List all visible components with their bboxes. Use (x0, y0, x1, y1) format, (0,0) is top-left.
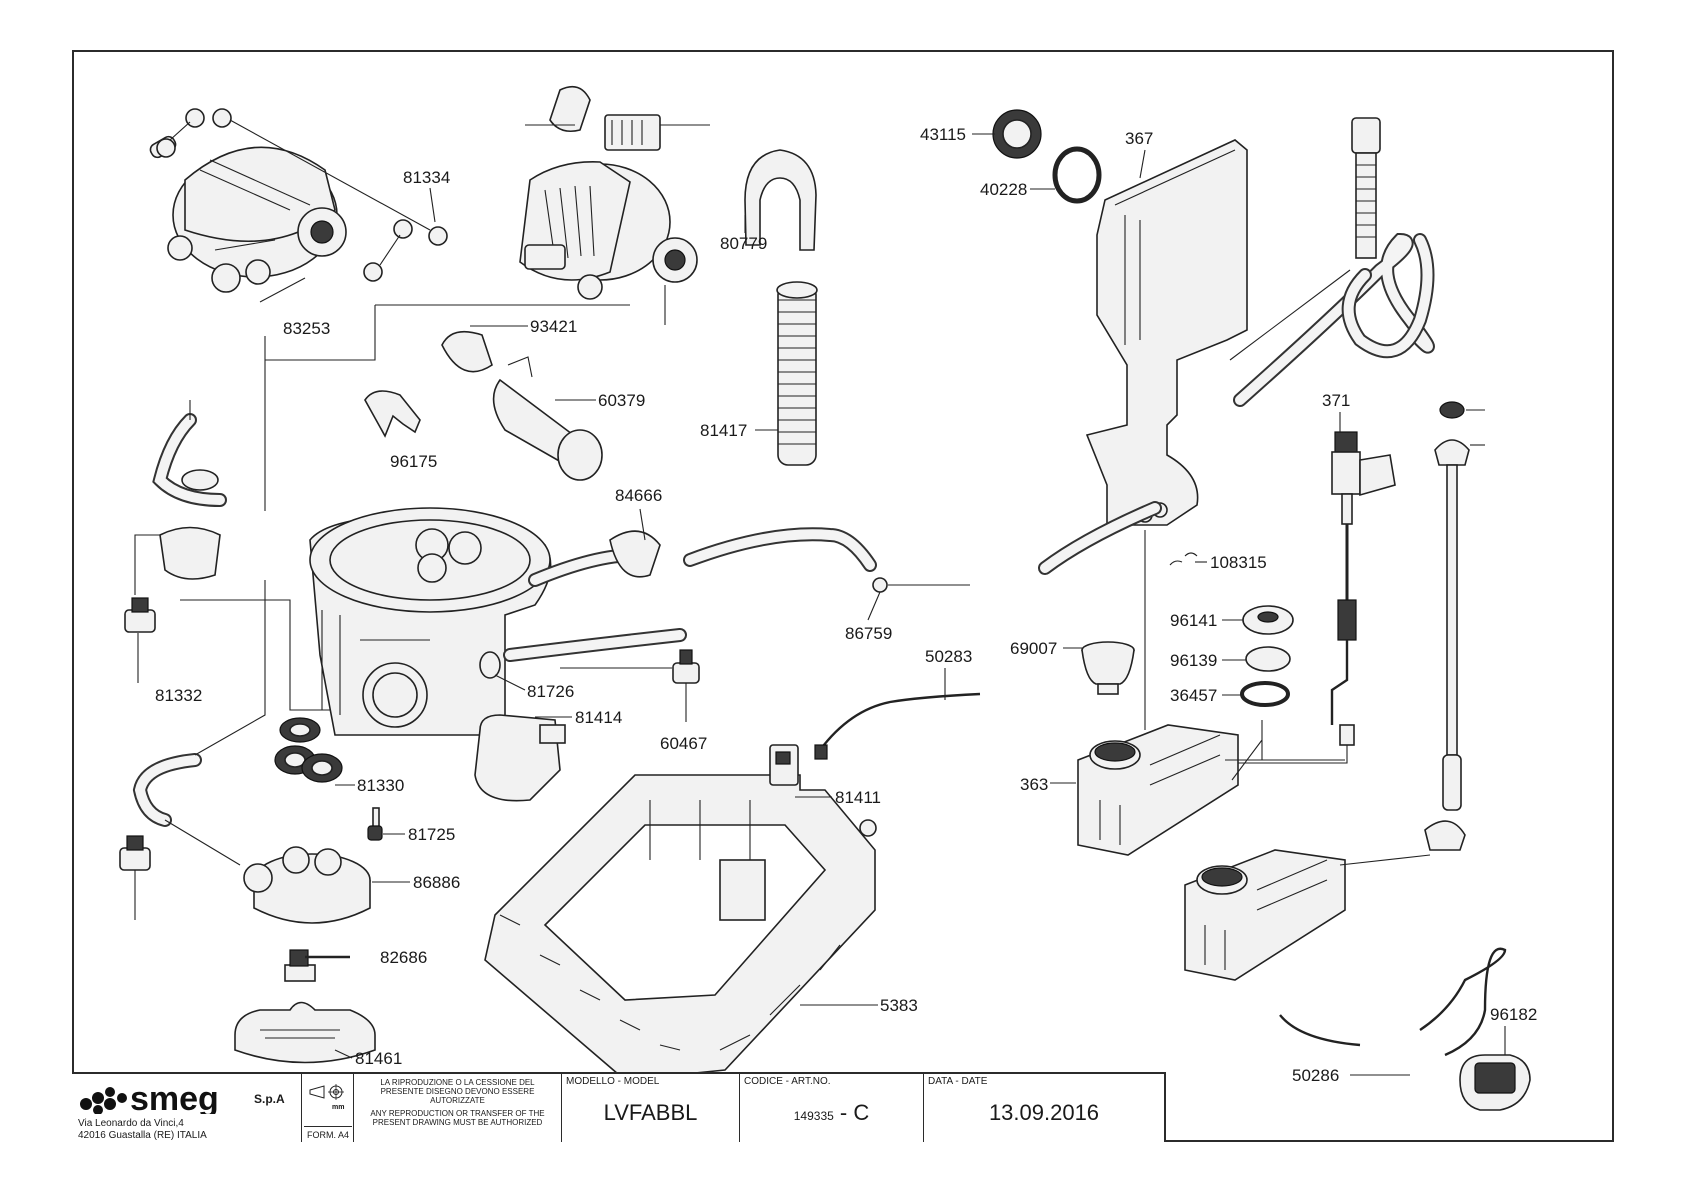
microswitch-part (769, 692, 981, 837)
projection-symbol-icon: mm (309, 1084, 344, 1110)
ring-part (479, 651, 501, 679)
drain-valve-part (474, 714, 566, 802)
label-81726: 81726 (527, 682, 574, 701)
label-93421: 93421 (530, 317, 577, 336)
label-5383: 5383 (880, 996, 918, 1015)
drain-pump-part (167, 146, 347, 293)
label-81330: 81330 (357, 776, 404, 795)
label-81414: 81414 (575, 708, 622, 727)
code-value: 149335 (793, 1109, 834, 1123)
label-81332: 81332 (155, 686, 202, 705)
brand-cell: smeg S.p.A Via Leonardo da Vinci,4 42016… (72, 1074, 302, 1142)
circulation-pump-part (519, 161, 698, 300)
label-36457: 36457 (1170, 686, 1217, 705)
label-81417: 81417 (700, 421, 747, 440)
label-363: 363 (1020, 775, 1048, 794)
softener-seal-part (1240, 681, 1290, 707)
inlet-hose-part (1233, 117, 1435, 407)
pump-connector-part (549, 85, 661, 151)
label-81725: 81725 (408, 825, 455, 844)
model-header: MODELLO - MODEL (566, 1076, 660, 1087)
label-371: 371 (1322, 391, 1350, 410)
label-40228: 40228 (980, 180, 1027, 199)
flow-meter-part (1424, 401, 1470, 851)
pressure-switch-part (672, 649, 700, 684)
label-43115: 43115 (920, 125, 966, 144)
notice-english: ANY REPRODUCTION OR TRANSFER OF THE PRES… (370, 1109, 545, 1127)
label-108315: 108315 (1210, 553, 1267, 572)
code-cell: CODICE - ART.NO. 149335 - C (740, 1074, 924, 1142)
label-69007: 69007 (1010, 639, 1057, 658)
title-block: smeg S.p.A Via Leonardo da Vinci,4 42016… (72, 1072, 1166, 1142)
hose-elbow-part (124, 413, 227, 633)
code-suffix: - C (839, 1100, 870, 1125)
date-cell: DATA - DATE 13.09.2016 (924, 1074, 1164, 1142)
label-81334: 81334 (403, 168, 450, 187)
label-96175: 96175 (390, 452, 437, 471)
model-value: LVFABBL (603, 1100, 698, 1125)
seal-rings-part (274, 717, 343, 783)
label-367: 367 (1125, 129, 1153, 148)
notice-italian: LA RIPRODUZIONE O LA CESSIONE DEL PRESEN… (380, 1078, 535, 1105)
code-header: CODICE - ART.NO. (744, 1076, 831, 1087)
softener-cap-part (1242, 605, 1294, 635)
label-96141: 96141 (1170, 611, 1217, 630)
bracket-part (364, 390, 421, 438)
water-softener-2-part (1184, 849, 1431, 981)
unit-label: mm (332, 1104, 344, 1110)
softener-ring-part (1245, 646, 1291, 672)
label-82686: 82686 (380, 948, 427, 967)
connector-part (284, 949, 350, 982)
label-80779: 80779 (720, 234, 767, 253)
model-cell: MODELLO - MODEL LVFABBL (562, 1074, 740, 1142)
label-60467: 60467 (660, 734, 707, 753)
code-value-wrap: 149335 - C (740, 1100, 923, 1126)
level-sensor-part (1279, 947, 1531, 1111)
air-break-panel-part (1085, 139, 1248, 526)
smeg-logo: smeg (80, 1080, 219, 1114)
water-softener-part (1077, 724, 1239, 856)
label-86886: 86886 (413, 873, 460, 892)
hose-clip-part (744, 149, 817, 251)
heater-sensor-part (441, 330, 603, 481)
address-line-2: 42016 Guastalla (RE) ITALIA (78, 1130, 207, 1141)
date-header: DATA - DATE (928, 1076, 988, 1087)
label-83253: 83253 (283, 319, 330, 338)
label-81461: 81461 (355, 1049, 402, 1068)
pressure-switch-2-part (119, 847, 151, 871)
label-86759: 86759 (845, 624, 892, 643)
label-96139: 96139 (1170, 651, 1217, 670)
solenoid-valve-part (1330, 431, 1396, 746)
clamp-rings-part (149, 108, 448, 282)
vent-cap-part (992, 109, 1042, 159)
label-96182: 96182 (1490, 1005, 1537, 1024)
address-line-1: Via Leonardo da Vinci,4 (78, 1118, 184, 1129)
cover-plate-part (234, 1001, 376, 1064)
elbow-part (609, 530, 661, 578)
label-50286: 50286 (1292, 1066, 1339, 1085)
label-60379: 60379 (598, 391, 645, 410)
water-softener-valve-part (243, 846, 371, 924)
corrugated-hose-part (776, 281, 818, 466)
label-84666: 84666 (615, 486, 662, 505)
notice-cell: LA RIPRODUZIONE O LA CESSIONE DEL PRESEN… (354, 1074, 562, 1142)
clip-pin-part (1169, 552, 1198, 566)
sump-assembly-part (309, 507, 552, 736)
brand-suffix: S.p.A (254, 1092, 285, 1106)
label-50283: 50283 (925, 647, 972, 666)
brand-name: smeg (130, 1080, 219, 1114)
label-81411: 81411 (835, 788, 881, 807)
filter-cup-part (1081, 641, 1135, 695)
clamp-part (872, 577, 888, 593)
sensor-pin-part (367, 807, 383, 841)
gasket-part (1052, 146, 1102, 204)
base-frame-part (484, 774, 876, 1081)
date-value: 13.09.2016 (988, 1100, 1100, 1125)
brand-address: Via Leonardo da Vinci,4 42016 Guastalla … (78, 1118, 207, 1142)
projection-symbol-cell: mm FORM. A4 (302, 1074, 354, 1142)
form-label: FORM. A4 (304, 1126, 352, 1140)
